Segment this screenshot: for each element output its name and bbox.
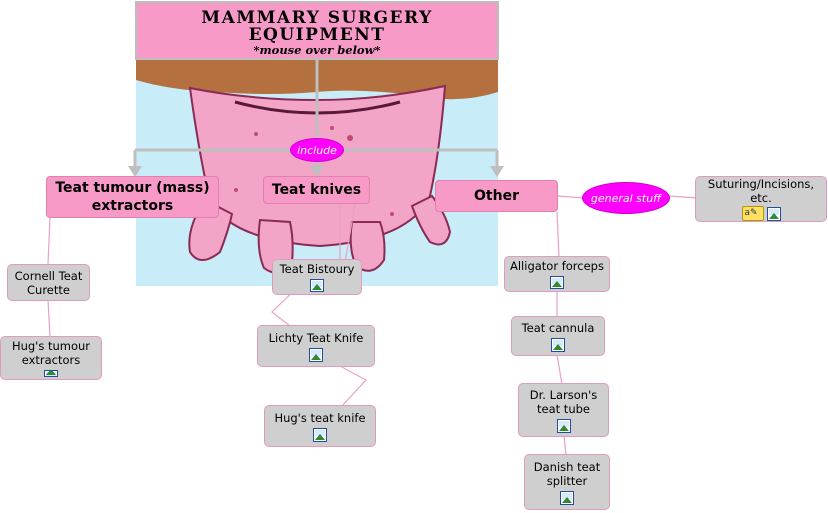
image-icon[interactable] bbox=[44, 370, 58, 377]
item-larson-label: Dr. Larson's teat tube bbox=[529, 387, 598, 416]
item-larsons-teat-tube[interactable]: Dr. Larson's teat tube bbox=[518, 383, 609, 437]
image-icon[interactable] bbox=[556, 418, 571, 433]
image-icon[interactable] bbox=[551, 337, 565, 352]
image-icon[interactable] bbox=[766, 206, 781, 221]
item-hugs-tumour-extractors[interactable]: Hug's tumour extractors bbox=[0, 336, 102, 380]
category-extractors-label: Teat tumour (mass) extractors bbox=[55, 180, 210, 214]
diagram-title-line1: MAMMARY SURGERY bbox=[201, 8, 433, 28]
item-danish-label: Danish teat splitter bbox=[533, 459, 601, 488]
include-link-label: include bbox=[290, 138, 344, 162]
category-knives[interactable]: Teat knives bbox=[263, 176, 370, 204]
item-hugs-teat-knife[interactable]: Hug's teat knife bbox=[264, 405, 376, 447]
item-cannula-label: Teat cannula bbox=[521, 320, 595, 335]
diagram-title-line2: EQUIPMENT bbox=[248, 25, 386, 45]
category-other[interactable]: Other bbox=[435, 180, 558, 212]
item-suturing-incisions[interactable]: Suturing/Incisions, etc. a✎ bbox=[695, 176, 827, 222]
image-icon[interactable] bbox=[560, 490, 574, 505]
item-hugs-knife-label: Hug's teat knife bbox=[274, 410, 366, 425]
category-extractors[interactable]: Teat tumour (mass) extractors bbox=[46, 176, 219, 218]
item-lichty-label: Lichty Teat Knife bbox=[268, 330, 364, 345]
item-bistoury-label: Teat Bistoury bbox=[279, 262, 355, 276]
image-icon[interactable] bbox=[310, 279, 324, 292]
image-icon[interactable] bbox=[309, 347, 323, 362]
category-knives-label: Teat knives bbox=[271, 182, 362, 198]
item-danish-teat-splitter[interactable]: Danish teat splitter bbox=[524, 454, 610, 510]
item-suturing-label: Suturing/Incisions, etc. bbox=[707, 177, 815, 205]
general-stuff-link-label: general stuff bbox=[582, 182, 670, 214]
item-hugs-extractors-label: Hug's tumour extractors bbox=[11, 339, 91, 367]
item-alligator-label: Alligator forceps bbox=[510, 259, 604, 273]
arrow-heads bbox=[128, 166, 504, 177]
item-cornell-teat-curette[interactable]: Cornell Teat Curette bbox=[7, 264, 90, 301]
diagram-subtitle: *mouse over below* bbox=[253, 43, 381, 57]
diagram-title-box: MAMMARY SURGERY EQUIPMENT *mouse over be… bbox=[135, 1, 499, 60]
item-suturing-icons: a✎ bbox=[741, 206, 781, 221]
item-lichty-teat-knife[interactable]: Lichty Teat Knife bbox=[257, 325, 375, 367]
image-icon[interactable] bbox=[313, 427, 327, 442]
item-teat-cannula[interactable]: Teat cannula bbox=[511, 316, 605, 356]
item-cornell-label: Cornell Teat Curette bbox=[14, 268, 83, 297]
image-icon[interactable] bbox=[550, 276, 564, 289]
item-teat-bistoury[interactable]: Teat Bistoury bbox=[272, 259, 362, 295]
category-other-label: Other bbox=[474, 188, 519, 204]
item-alligator-forceps[interactable]: Alligator forceps bbox=[504, 256, 610, 292]
note-icon[interactable]: a✎ bbox=[741, 206, 764, 221]
